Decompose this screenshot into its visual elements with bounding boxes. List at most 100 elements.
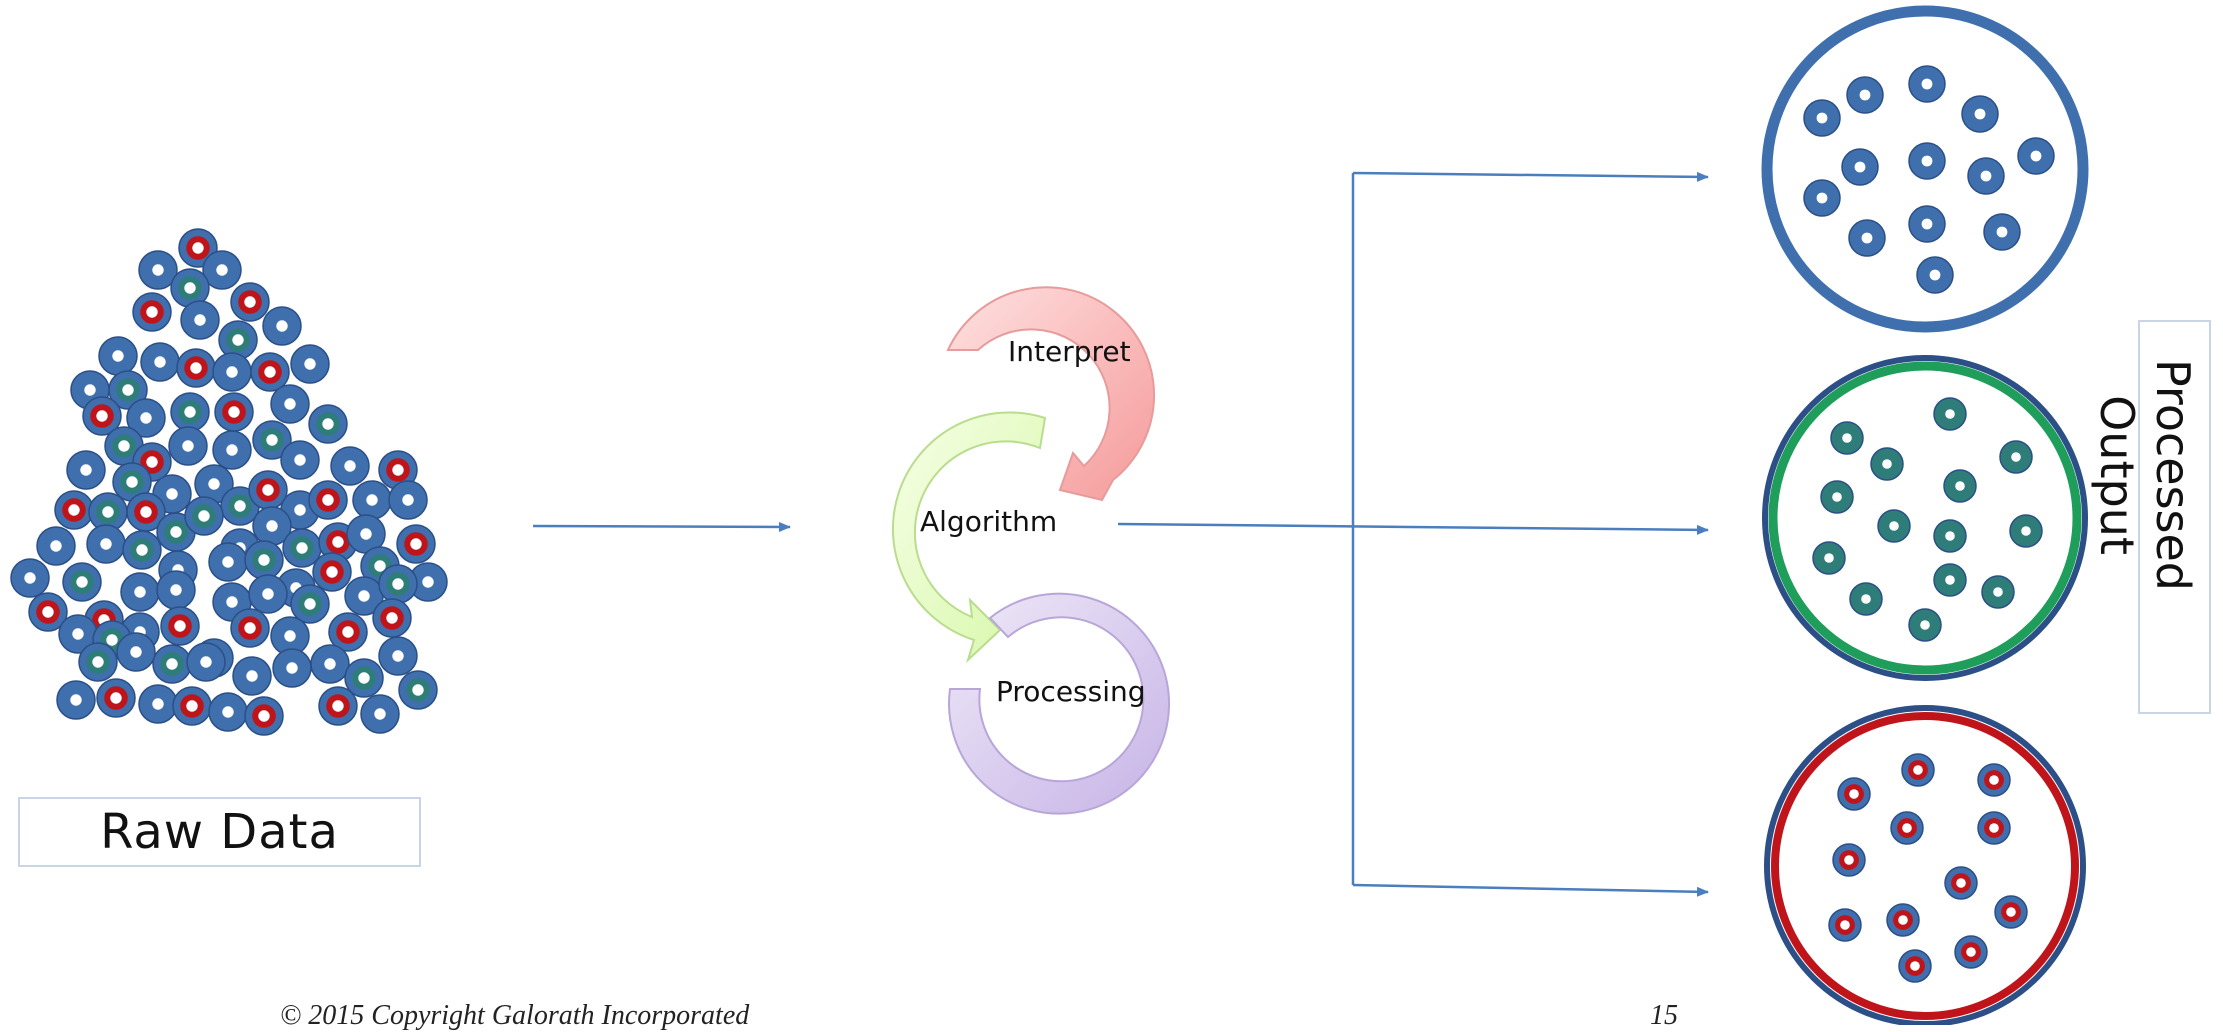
output-green-item xyxy=(1870,447,1904,481)
raw-data-item xyxy=(126,492,166,532)
raw-data-item xyxy=(398,670,438,710)
output-green-item xyxy=(1933,563,1967,597)
raw-data-item xyxy=(66,450,106,490)
raw-data-item xyxy=(230,608,270,648)
arrow-raw-to-algorithm xyxy=(532,521,791,532)
raw-data-item xyxy=(232,656,272,696)
algorithm-label: Algorithm xyxy=(920,505,1057,538)
raw-data-item xyxy=(308,404,348,444)
raw-data-item xyxy=(178,228,218,268)
raw-data-label: Raw Data xyxy=(18,797,421,867)
raw-data-item xyxy=(184,496,224,536)
raw-data-item xyxy=(176,348,216,388)
output-red-item xyxy=(1901,753,1935,787)
output-red-item xyxy=(1832,843,1866,877)
output-red-item xyxy=(1828,908,1862,942)
raw-data-item xyxy=(156,570,196,610)
raw-data-item xyxy=(318,686,358,726)
raw-data-item xyxy=(202,250,242,290)
raw-data-item xyxy=(378,450,418,490)
processed-output-box xyxy=(2138,320,2211,714)
output-red-item xyxy=(1977,763,2011,797)
raw-data-item xyxy=(272,648,312,688)
output-blue-item xyxy=(1803,179,1841,217)
arrow-to-red-group xyxy=(1352,883,1709,897)
raw-data-item xyxy=(262,306,302,346)
output-blue-group xyxy=(1761,5,2089,333)
raw-data-item xyxy=(140,342,180,382)
raw-data-item xyxy=(208,692,248,732)
output-green-item xyxy=(1849,582,1883,616)
raw-data-item xyxy=(116,632,156,672)
processed-output-label: Processed Output xyxy=(2090,359,2200,591)
raw-data-item xyxy=(388,480,428,520)
raw-data-item xyxy=(96,678,136,718)
raw-data-item xyxy=(138,684,178,724)
raw-data-item xyxy=(212,582,252,622)
raw-data-item xyxy=(230,282,270,322)
output-blue-item xyxy=(1908,65,1946,103)
output-green-item xyxy=(1933,397,1967,431)
raw-data-item xyxy=(82,396,122,436)
raw-data-item xyxy=(330,446,370,486)
raw-data-item xyxy=(290,584,330,624)
cycle-graphic: Interpret Algorithm Processing xyxy=(892,286,1170,815)
output-green-group xyxy=(1762,355,2088,681)
raw-data-item xyxy=(212,352,252,392)
processing-label: Processing xyxy=(996,675,1146,708)
raw-data-item xyxy=(270,616,310,656)
output-red-item xyxy=(1890,811,1924,845)
fan-out-connector xyxy=(1117,171,1709,897)
page-number: 15 xyxy=(1650,1000,1678,1031)
raw-data-item xyxy=(252,506,292,546)
output-blue-item xyxy=(1983,213,2021,251)
raw-data-cluster xyxy=(10,228,448,736)
interpret-arc xyxy=(946,286,1155,502)
raw-data-item xyxy=(160,606,200,646)
output-red-item xyxy=(1944,866,1978,900)
raw-data-item xyxy=(98,336,138,376)
raw-data-item xyxy=(344,576,384,616)
output-green-item xyxy=(1933,519,1967,553)
raw-data-item xyxy=(290,344,330,384)
output-red-item xyxy=(1994,895,2028,929)
output-green-item xyxy=(2009,514,2043,548)
raw-data-item xyxy=(122,530,162,570)
raw-data-item xyxy=(248,470,288,510)
raw-data-item xyxy=(138,250,178,290)
arrow-to-blue-group xyxy=(1352,171,1709,182)
raw-data-item xyxy=(346,514,386,554)
raw-data-item xyxy=(270,384,310,424)
output-green-item xyxy=(1999,440,2033,474)
raw-data-item xyxy=(36,526,76,566)
output-blue-item xyxy=(1803,99,1841,137)
output-blue-item xyxy=(1967,157,2005,195)
raw-data-item xyxy=(360,694,400,734)
raw-data-item xyxy=(312,552,352,592)
raw-data-item xyxy=(168,426,208,466)
output-green-item xyxy=(1981,575,2015,609)
raw-data-item xyxy=(212,430,252,470)
raw-data-item xyxy=(132,292,172,332)
raw-data-item xyxy=(180,300,220,340)
raw-data-item xyxy=(396,524,436,564)
raw-data-item xyxy=(248,574,288,614)
output-blue-item xyxy=(1916,256,1954,294)
raw-data-item xyxy=(120,572,160,612)
raw-data-item xyxy=(88,492,128,532)
raw-data-item xyxy=(78,642,118,682)
output-red-item xyxy=(1954,935,1988,969)
raw-data-item xyxy=(408,562,448,602)
output-red-item xyxy=(1898,949,1932,983)
raw-data-item xyxy=(112,462,152,502)
output-red-group xyxy=(1764,705,2086,1027)
raw-data-item xyxy=(10,558,50,598)
raw-data-item xyxy=(126,398,166,438)
output-blue-item xyxy=(1841,148,1879,186)
output-green-item xyxy=(1943,469,1977,503)
output-blue-item xyxy=(1961,95,1999,133)
raw-data-item xyxy=(378,564,418,604)
output-red-item xyxy=(1837,777,1871,811)
